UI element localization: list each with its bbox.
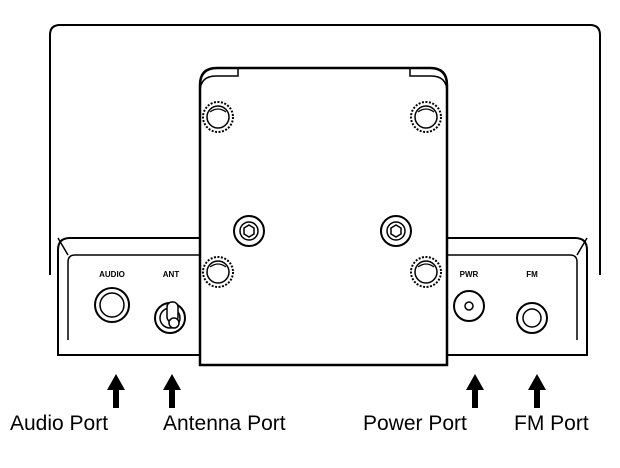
fm-port-caption: FM Port: [514, 412, 589, 435]
arrow-fm: [528, 374, 546, 408]
hex-screw-right: [380, 215, 412, 247]
arrow-audio: [107, 374, 125, 408]
audio-panel-label: AUDIO: [99, 270, 125, 279]
screw-top-left: [202, 101, 234, 133]
antenna-port-caption: Antenna Port: [163, 412, 286, 435]
power-port-jack: [453, 290, 485, 322]
fm-panel-label: FM: [526, 270, 538, 279]
power-port-caption: Power Port: [363, 412, 467, 435]
fm-port-jack: [516, 302, 548, 334]
screw-bottom-right: [410, 256, 442, 288]
arrow-antenna: [163, 374, 181, 408]
screw-bottom-left: [202, 256, 234, 288]
right-connector-panel: [442, 237, 588, 356]
screw-top-right: [410, 101, 442, 133]
ant-panel-label: ANT: [163, 270, 180, 279]
mounting-plate: [198, 66, 449, 367]
arrow-power: [466, 374, 484, 408]
antenna-port-connector: [154, 301, 186, 334]
hex-screw-left: [233, 215, 265, 247]
left-connector-panel: [57, 237, 206, 356]
pwr-panel-label: PWR: [460, 270, 479, 279]
audio-port-jack: [94, 287, 130, 323]
audio-port-caption: Audio Port: [10, 412, 109, 435]
